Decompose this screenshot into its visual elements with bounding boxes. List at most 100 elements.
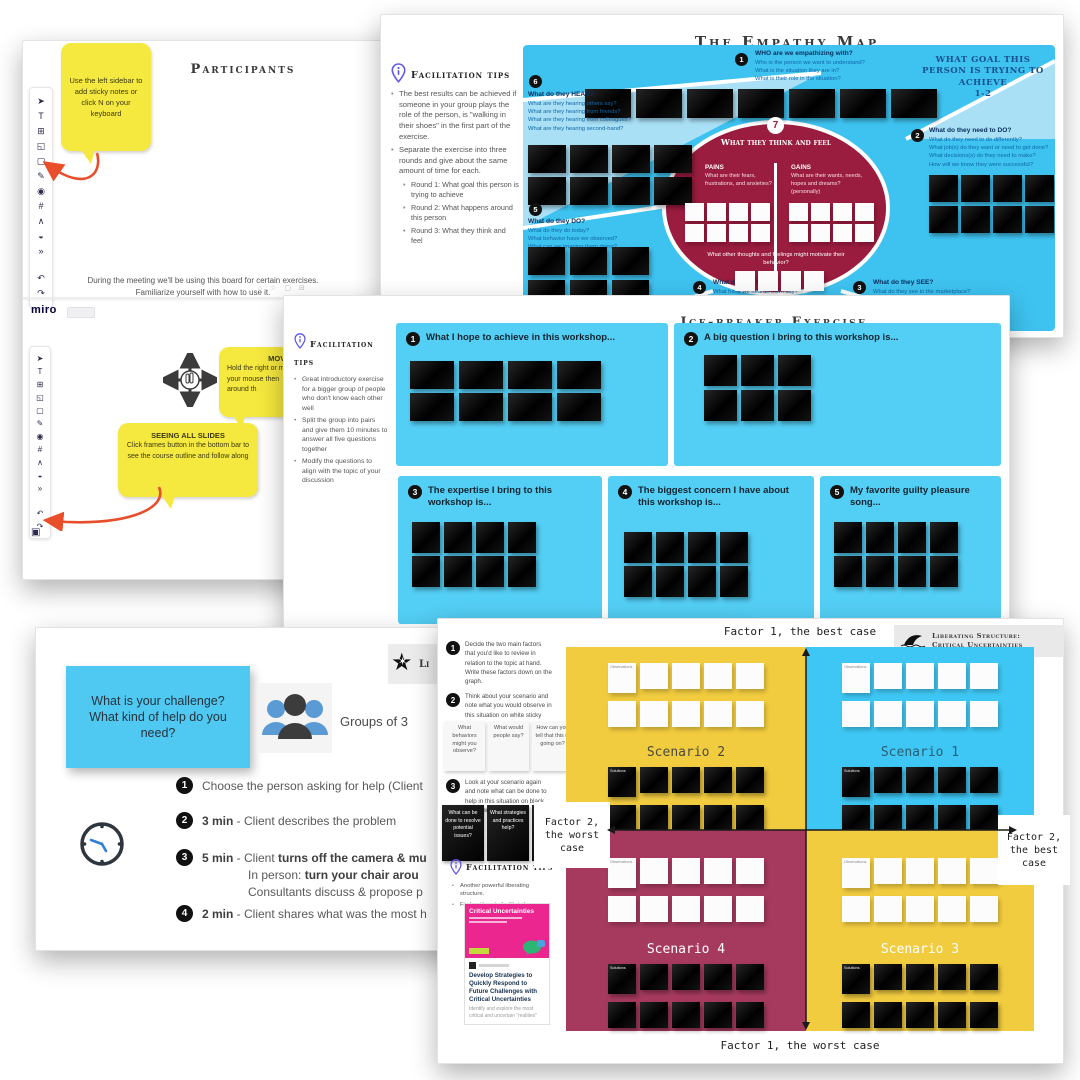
select-tool-icon[interactable]: ➤ xyxy=(36,354,44,363)
undo-icon[interactable]: ↶ xyxy=(36,509,44,518)
select-tool-icon[interactable]: ➤ xyxy=(37,96,45,106)
sticky-note[interactable] xyxy=(704,390,737,421)
sticky-note[interactable] xyxy=(970,964,998,990)
sticky-note[interactable] xyxy=(842,701,870,727)
sticky-note[interactable] xyxy=(938,767,966,793)
sticky-note[interactable] xyxy=(704,355,737,386)
sticky-note-tool-icon[interactable]: ▢ xyxy=(36,406,44,415)
redo-icon[interactable]: ↷ xyxy=(36,522,44,531)
sticky-note[interactable] xyxy=(704,896,732,922)
sticky-note[interactable] xyxy=(929,175,958,202)
sticky-note[interactable] xyxy=(656,566,684,597)
sticky-note[interactable] xyxy=(855,203,874,221)
sticky-note[interactable] xyxy=(736,701,764,727)
sticky-note[interactable] xyxy=(704,767,732,793)
sticky-note[interactable] xyxy=(570,177,608,205)
frame-tool-icon[interactable]: # xyxy=(38,201,44,211)
sticky-note[interactable] xyxy=(672,1002,700,1028)
text-tool-icon[interactable]: T xyxy=(37,367,43,376)
sticky-note[interactable] xyxy=(833,224,852,242)
sticky-note[interactable] xyxy=(624,566,652,597)
sticky-note[interactable] xyxy=(459,361,503,389)
sticky-note[interactable] xyxy=(789,89,835,118)
upload-tool-icon[interactable]: ◒ xyxy=(37,471,43,480)
sticky-note[interactable] xyxy=(874,1002,902,1028)
sticky-note[interactable] xyxy=(993,175,1022,202)
sticky-note[interactable] xyxy=(585,89,631,118)
sticky-note[interactable] xyxy=(528,247,565,275)
sticky-note[interactable] xyxy=(874,701,902,727)
sticky-note[interactable] xyxy=(557,393,601,421)
sticky-note[interactable] xyxy=(612,177,650,205)
sticky-note[interactable] xyxy=(640,896,668,922)
sticky-note[interactable] xyxy=(707,203,726,221)
sticky-note[interactable] xyxy=(735,271,755,291)
article-preview-card[interactable]: Critical Uncertainties Develop Strategie… xyxy=(464,903,550,1025)
sticky-note[interactable] xyxy=(758,271,778,291)
sticky-note[interactable]: Observations xyxy=(842,663,870,693)
sticky-note[interactable] xyxy=(1025,206,1054,233)
sticky-note[interactable] xyxy=(412,522,440,553)
sticky-note[interactable] xyxy=(736,964,764,990)
sticky-note[interactable] xyxy=(833,203,852,221)
connector-tool-icon[interactable]: ∧ xyxy=(37,216,45,226)
sticky-note[interactable] xyxy=(736,663,764,689)
sticky-note[interactable] xyxy=(672,858,700,884)
black-sticky-note[interactable]: What can be done to resolve potential is… xyxy=(442,805,484,861)
comment-tool-icon[interactable]: ◉ xyxy=(36,432,44,441)
sticky-note[interactable] xyxy=(842,896,870,922)
sticky-note[interactable] xyxy=(704,964,732,990)
sticky-note[interactable] xyxy=(961,175,990,202)
sticky-note[interactable] xyxy=(741,390,774,421)
sticky-note[interactable]: Solutions xyxy=(608,767,636,797)
white-sticky-note[interactable]: What would people say? xyxy=(488,721,529,771)
sticky-note[interactable]: Observations xyxy=(608,663,636,693)
sticky-note[interactable] xyxy=(736,1002,764,1028)
sticky-note[interactable] xyxy=(720,532,748,563)
sticky-note[interactable] xyxy=(736,896,764,922)
sticky-note[interactable] xyxy=(729,203,748,221)
pen-tool-icon[interactable]: ✎ xyxy=(36,419,44,428)
shapes-tool-icon[interactable]: ◱ xyxy=(36,393,44,402)
sticky-note[interactable] xyxy=(855,224,874,242)
sticky-note[interactable] xyxy=(938,805,966,831)
sticky-note[interactable] xyxy=(751,224,770,242)
sticky-note[interactable] xyxy=(906,964,934,990)
more-tools-icon[interactable]: » xyxy=(37,484,43,493)
sticky-note[interactable]: Solutions xyxy=(608,964,636,994)
sticky-note-tool-icon[interactable]: ▢ xyxy=(36,156,46,166)
sticky-note[interactable] xyxy=(612,247,649,275)
connector-tool-icon[interactable]: ∧ xyxy=(37,458,43,467)
redo-icon[interactable]: ↷ xyxy=(37,288,45,298)
sticky-note[interactable] xyxy=(961,206,990,233)
sticky-note[interactable] xyxy=(874,896,902,922)
black-sticky-note[interactable]: What strategies and practices help? xyxy=(487,805,529,861)
sticky-note[interactable] xyxy=(970,663,998,689)
sticky-note[interactable] xyxy=(729,224,748,242)
sticky-note[interactable] xyxy=(741,355,774,386)
sticky-note[interactable] xyxy=(720,566,748,597)
sticky-note[interactable] xyxy=(842,1002,870,1028)
frames-button[interactable]: ▣ xyxy=(31,527,41,538)
sticky-note[interactable] xyxy=(640,964,668,990)
sticky-note[interactable] xyxy=(608,896,636,922)
sticky-note[interactable] xyxy=(789,224,808,242)
sticky-note[interactable] xyxy=(444,522,472,553)
sticky-note[interactable] xyxy=(938,858,966,884)
sticky-note[interactable] xyxy=(704,663,732,689)
sticky-note[interactable] xyxy=(608,701,636,727)
challenge-sticky-note[interactable]: What is your challenge? What kind of hel… xyxy=(66,666,250,768)
sticky-note[interactable] xyxy=(970,805,998,831)
sticky-note[interactable] xyxy=(508,361,552,389)
sticky-note[interactable] xyxy=(804,271,824,291)
sticky-note[interactable] xyxy=(891,89,937,118)
templates-tool-icon[interactable]: ⊞ xyxy=(37,126,45,136)
sticky-note[interactable] xyxy=(654,177,692,205)
sticky-note[interactable] xyxy=(412,556,440,587)
sticky-note[interactable] xyxy=(459,393,503,421)
sticky-note[interactable] xyxy=(874,663,902,689)
sticky-note[interactable] xyxy=(640,858,668,884)
sticky-note[interactable] xyxy=(528,177,566,205)
sticky-note[interactable] xyxy=(736,858,764,884)
sticky-note[interactable] xyxy=(970,1002,998,1028)
